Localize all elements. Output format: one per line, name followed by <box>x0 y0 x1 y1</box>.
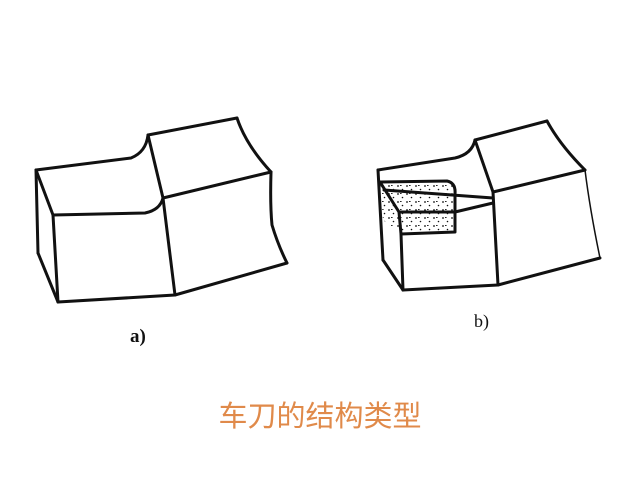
figure-caption: 车刀的结构类型 <box>218 399 422 433</box>
tool-b-insert-top-face <box>380 181 456 212</box>
tool-a-shank-right-top-edge <box>235 116 273 174</box>
tool-a-left-vertical <box>34 168 40 255</box>
tool-a-integral <box>34 116 289 304</box>
tool-b-insert-left-diagonal <box>378 180 403 236</box>
tool-b-head-top-edge <box>376 138 477 172</box>
tool-b-bottom-edge <box>401 256 602 292</box>
figure-label-b: b) <box>474 311 489 331</box>
tool-b-insert-rake-line <box>382 188 495 200</box>
tool-b-insert-left-face <box>380 182 401 234</box>
figure-label-a: a) <box>130 326 146 347</box>
tool-a-left-diagonal-bottom <box>36 251 60 304</box>
tool-b-insert-front-top-edge <box>397 201 495 214</box>
tool-b-left-diagonal-bottom <box>381 258 405 292</box>
tool-b-left-vertical <box>376 168 385 262</box>
tool-a-shank-front-top-edge <box>161 170 273 200</box>
tool-b-shank-top-edge <box>473 119 549 142</box>
tool-b-shank-front-top-edge <box>491 168 587 194</box>
tool-a-head-front-top-edge <box>51 196 165 217</box>
tool-b-right-break-edge <box>584 169 601 259</box>
tool-a-head-front-vertical <box>51 213 60 304</box>
tool-a-right-break-edge <box>269 170 289 265</box>
tool-b-shank-right-top-edge <box>545 119 587 172</box>
tool-a-left-diagonal-top <box>34 168 55 217</box>
tool-a-shank-top-edge <box>146 116 239 137</box>
tool-b-brazed <box>376 119 602 292</box>
tool-b-head-front-vertical <box>399 232 405 292</box>
tool-b-divider-vertical <box>473 138 500 287</box>
tool-b-insert-front-face <box>399 212 455 234</box>
tool-a-head-top-face <box>34 133 150 172</box>
tool-a-divider-vertical <box>146 133 177 297</box>
tool-a-bottom-edge <box>56 261 289 304</box>
